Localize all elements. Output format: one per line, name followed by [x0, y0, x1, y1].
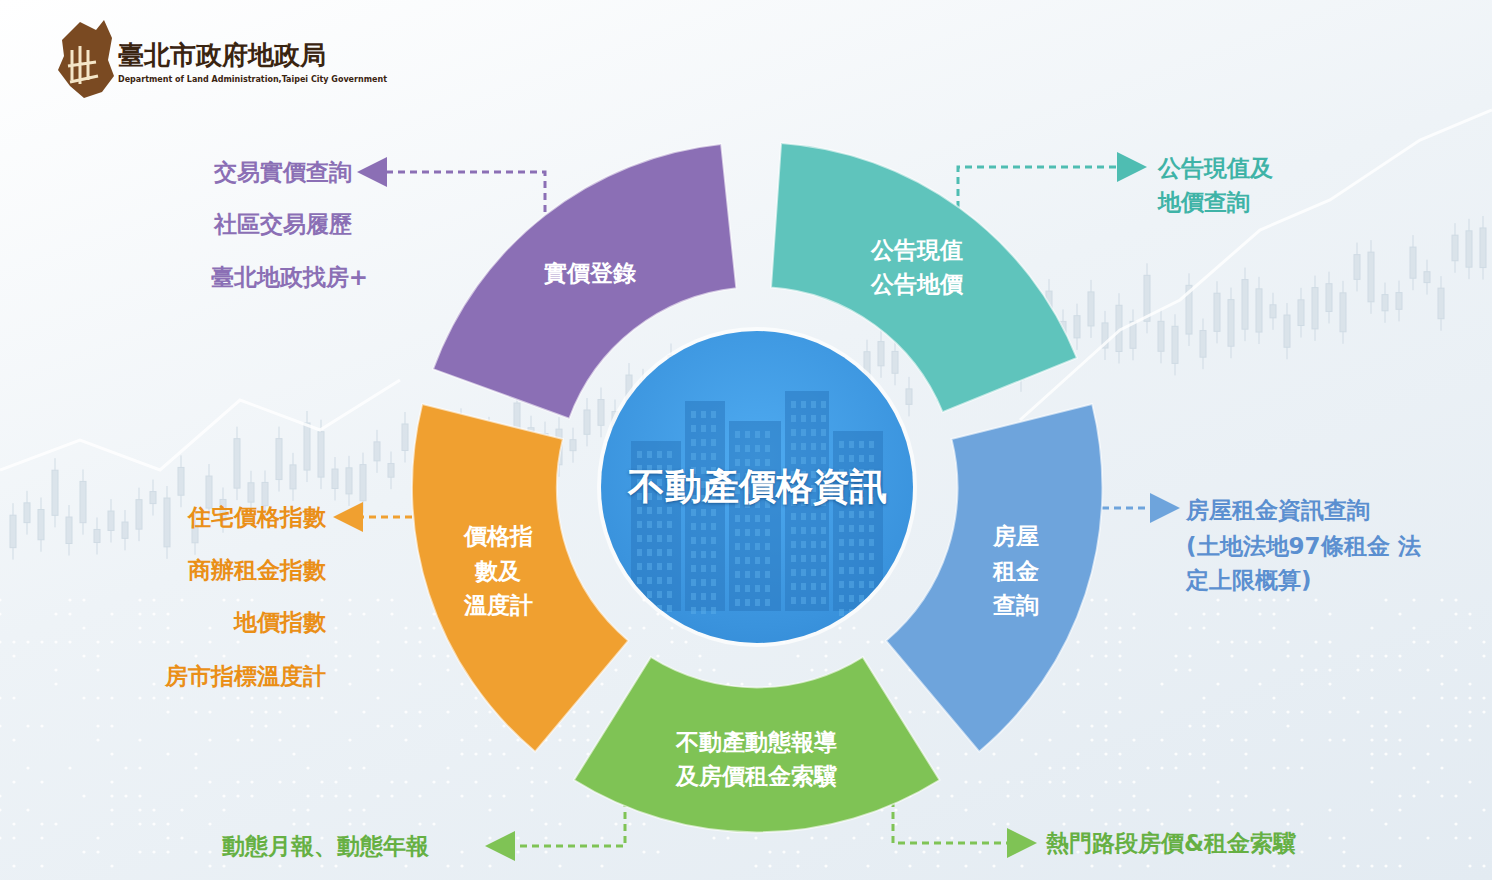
hub-circle: 不動產價格資訊: [601, 331, 913, 643]
segment-label: 實價登錄: [532, 255, 647, 290]
service-item: 房市指標溫度計: [165, 659, 326, 694]
logo-mark: [58, 20, 114, 98]
service-item: 地價指數: [234, 605, 326, 640]
service-item: 住宅價格指數: [188, 500, 326, 535]
service-item: 房屋租金資訊查詢: [1186, 493, 1370, 528]
hub-title: 不動產價格資訊: [628, 462, 887, 512]
service-item: 臺北地政找房+: [211, 260, 368, 295]
service-note: (土地法地97條租金 法定上限概算): [1186, 529, 1425, 598]
service-item: 社區交易履歷: [214, 207, 352, 242]
segment-label: 房屋 租金 查詢: [989, 519, 1042, 623]
segment-label: 價格指 數及 溫度計: [460, 519, 536, 623]
org-name-en: Department of Land Administration,Taipei…: [118, 74, 387, 86]
ring-segment: 房屋 租金 查詢: [886, 404, 1102, 752]
org-name: 臺北市政府地政局: [118, 36, 326, 75]
ring-segment: 不動產動態報導 及房價租金索驥: [574, 657, 940, 832]
service-item: 商辦租金指數: [188, 553, 326, 588]
segment-label: 不動產動態報導 及房價租金索驥: [673, 724, 841, 793]
ring-segment: 實價登錄: [433, 144, 736, 419]
ring-segment: 價格指 數及 溫度計: [412, 404, 628, 752]
service-item: 熱門路段房價&租金索驥: [1046, 826, 1296, 861]
segment-label: 公告現值 公告地價: [864, 232, 970, 301]
service-item: 交易實價查詢: [214, 155, 352, 190]
ring-segment: 公告現值 公告地價: [771, 143, 1077, 412]
service-item: 公告現值及 地價查詢: [1158, 151, 1282, 220]
service-item: 動態月報、動態年報: [222, 829, 429, 864]
